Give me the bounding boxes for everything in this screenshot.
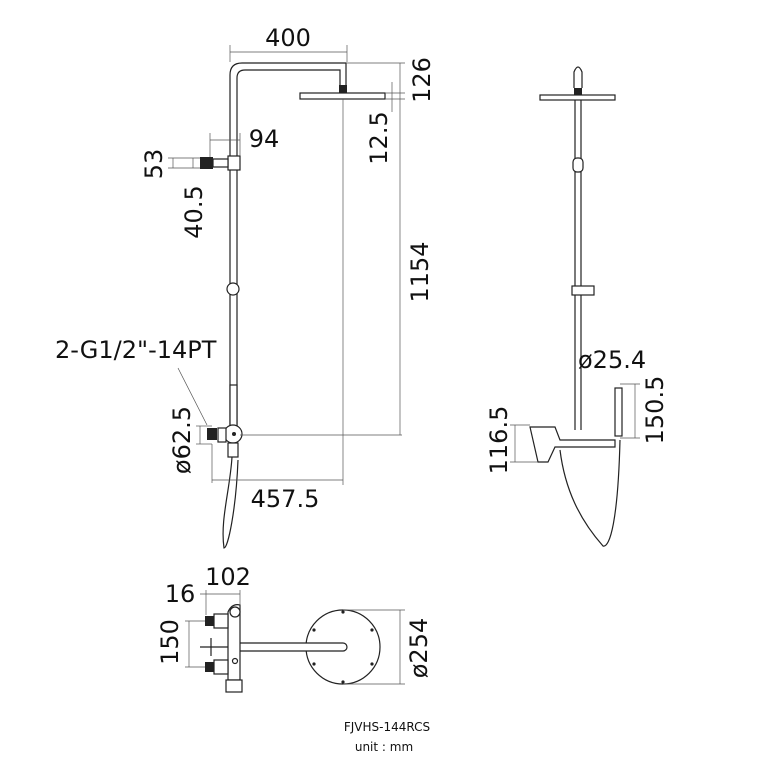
top-flange-lower	[213, 659, 229, 675]
dim-126: 126	[408, 57, 436, 103]
top-arm	[231, 642, 348, 652]
side-mixer	[529, 426, 616, 463]
dim-94: 94	[249, 125, 280, 153]
hose	[222, 456, 239, 549]
top-inlet-upper	[205, 616, 214, 626]
model-number: FJVHS-144RCS	[344, 720, 430, 734]
slide-block	[227, 155, 241, 171]
front-view: 400 126 12.5 1154 94 53 40.5 2-G1/2"-14P…	[55, 24, 436, 549]
dim-150-5: 150.5	[641, 376, 669, 445]
dim-16: 16	[165, 580, 196, 608]
shower-head	[299, 92, 386, 100]
dim-116-5: 116.5	[485, 406, 513, 475]
thread-spec-label: 2-G1/2"-14PT	[55, 336, 217, 364]
dim-53: 53	[140, 149, 168, 180]
side-slide-block	[572, 157, 584, 173]
dim-150: 150	[156, 619, 184, 665]
inlet-flange	[217, 427, 227, 443]
side-view: ø25.4 150.5 116.5	[485, 66, 669, 547]
side-slider	[571, 285, 595, 296]
dim-1154: 1154	[406, 241, 434, 302]
head-dots	[312, 610, 374, 684]
mixer-lever	[227, 442, 239, 458]
dim-pipe-dia: ø25.4	[578, 346, 646, 374]
dim-12-5: 12.5	[365, 111, 393, 164]
holder-cup	[200, 157, 213, 169]
hand-shower	[229, 384, 238, 431]
riser-outer	[229, 62, 347, 430]
top-inlet-lower	[205, 662, 214, 672]
slider	[226, 282, 240, 296]
dim-40-5: 40.5	[180, 185, 208, 238]
dim-400: 400	[265, 24, 311, 52]
side-hose	[559, 439, 621, 547]
top-view: ø254 102 16 150	[156, 563, 433, 693]
dim-head-dia: ø254	[405, 618, 433, 679]
side-connector	[574, 88, 582, 95]
riser-inner	[236, 69, 341, 430]
dim-inlet-dia: ø62.5	[168, 406, 196, 474]
side-arm	[573, 66, 583, 88]
inlet-nut	[207, 428, 217, 440]
top-mixer-knob	[229, 606, 241, 618]
unit-label: unit : mm	[355, 740, 413, 754]
dim-457-5: 457.5	[251, 485, 320, 513]
top-mixer-hole	[231, 657, 239, 665]
side-hand-shower	[614, 387, 623, 437]
side-shower-head	[539, 94, 616, 101]
top-flange-upper	[213, 613, 229, 629]
dim-102: 102	[205, 563, 251, 591]
holder-arm	[212, 158, 229, 168]
top-lever	[225, 679, 243, 693]
head-connector	[339, 85, 347, 93]
mixer-center	[232, 432, 236, 436]
